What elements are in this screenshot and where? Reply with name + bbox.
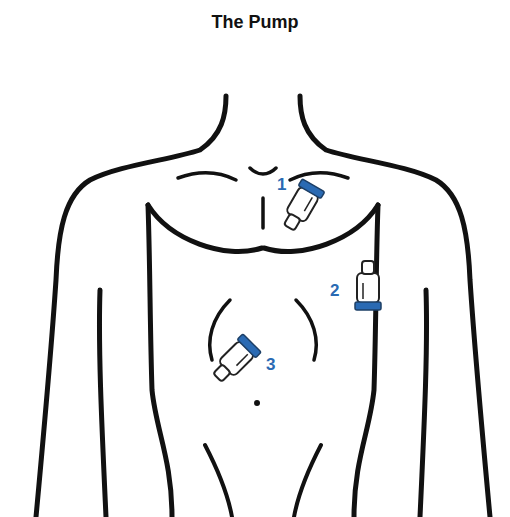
callout-number: 1 — [277, 176, 286, 193]
title: The Pump — [0, 12, 510, 33]
callout-number: 2 — [330, 282, 339, 299]
callout-number: 3 — [266, 356, 275, 373]
